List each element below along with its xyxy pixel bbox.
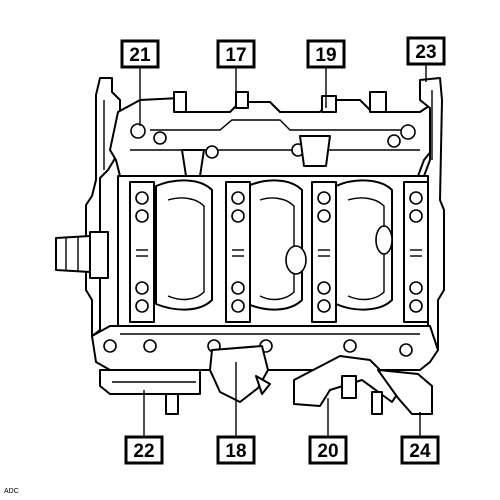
image-credit: ADC <box>4 488 19 495</box>
main-bearing-section <box>117 175 429 327</box>
callout-24-label: 24 <box>409 441 431 462</box>
callout-21-label: 21 <box>129 45 151 66</box>
upper-block-deck <box>109 91 433 177</box>
front-cover <box>85 77 121 337</box>
callout-20: 20 <box>308 435 348 465</box>
callout-19: 19 <box>306 39 346 69</box>
crankshaft-nose <box>55 231 109 279</box>
leader-lines <box>139 62 427 436</box>
callout-23-label: 23 <box>415 42 436 63</box>
callout-24: 24 <box>400 435 440 465</box>
callout-21: 21 <box>120 39 160 69</box>
callout-17: 17 <box>216 39 256 69</box>
callout-20-label: 20 <box>317 441 338 462</box>
callout-18-label: 18 <box>225 441 246 462</box>
callout-19-label: 19 <box>315 45 336 66</box>
bottom-components <box>99 345 433 415</box>
callout-22: 22 <box>124 435 164 465</box>
callout-17-label: 17 <box>225 45 246 66</box>
callout-23: 23 <box>406 36 446 66</box>
callout-18: 18 <box>216 435 256 465</box>
callout-22-label: 22 <box>133 441 154 462</box>
